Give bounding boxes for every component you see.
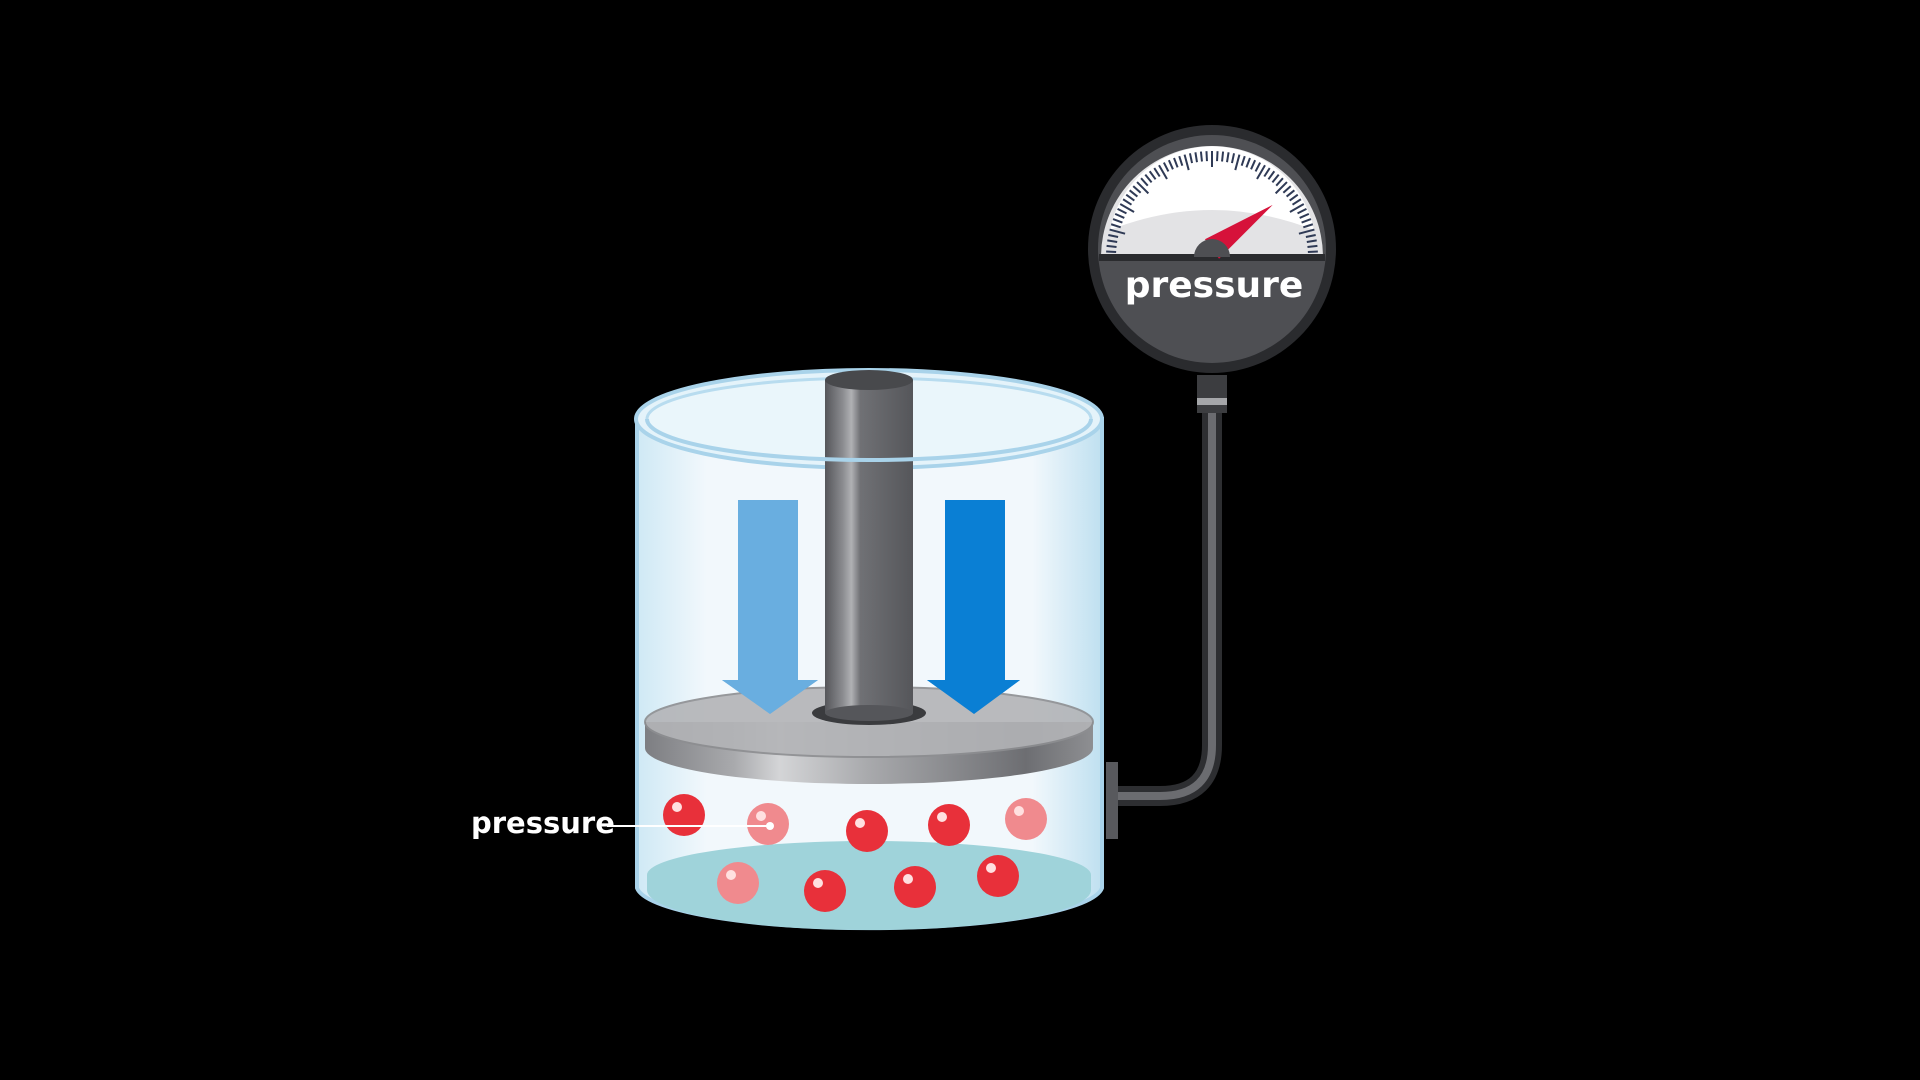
particle-highlight xyxy=(813,878,823,888)
gauge-tick xyxy=(1144,173,1153,184)
pressure-gauge: pressure xyxy=(1088,125,1336,373)
gauge-tick xyxy=(1194,152,1198,163)
gauge-tick xyxy=(1136,181,1150,195)
gauge-tick xyxy=(1302,223,1314,229)
gauge-tick xyxy=(1140,177,1149,187)
gauge-tick xyxy=(1274,181,1288,195)
piston-rod xyxy=(825,370,913,721)
gauge-tick xyxy=(1205,151,1208,162)
gauge-tick xyxy=(1301,218,1312,224)
gauge-tick xyxy=(1112,218,1123,224)
gas-particle xyxy=(977,855,1019,897)
gauge-tick xyxy=(1162,162,1170,172)
gauge-scale-ticks xyxy=(1106,151,1318,258)
gas-particle xyxy=(717,862,759,904)
gauge-tick xyxy=(1307,244,1318,248)
gas-particle xyxy=(663,794,705,836)
gauge-tick xyxy=(1221,151,1225,162)
gauge-tick xyxy=(1275,177,1284,187)
gauge-tick xyxy=(1119,203,1135,213)
gauge-tick xyxy=(1263,167,1271,178)
gas-particle xyxy=(928,804,970,846)
gauge-tick xyxy=(1132,185,1142,194)
gauge-tick xyxy=(1114,212,1125,219)
gas-particle xyxy=(894,866,936,908)
gauge-tick xyxy=(1254,162,1262,172)
gauge-tick xyxy=(1167,159,1174,170)
side-pressure-label: pressure xyxy=(471,806,615,840)
gauge-tick xyxy=(1109,228,1126,235)
particle-highlight xyxy=(726,870,736,880)
particle-highlight xyxy=(855,818,865,828)
gauge-tick xyxy=(1230,153,1236,164)
gauge-tick xyxy=(1297,207,1307,215)
gauge-tick xyxy=(1305,233,1316,239)
gauge-tick xyxy=(1178,155,1184,167)
gauge-tick xyxy=(1107,239,1118,243)
particle-highlight xyxy=(986,863,996,873)
gauge-tick xyxy=(1216,151,1219,162)
gauge-tick xyxy=(1125,193,1135,202)
gauge-tick xyxy=(1117,207,1127,215)
gauge-tick xyxy=(1307,250,1318,253)
particle-highlight xyxy=(672,802,682,812)
gauge-tick xyxy=(1285,189,1296,198)
gauge-tick xyxy=(1153,167,1161,178)
gauge-tick xyxy=(1250,159,1257,170)
gauge-pipe xyxy=(1106,375,1227,839)
gauge-tick xyxy=(1108,233,1119,239)
gas-particle xyxy=(846,810,888,852)
gauge-tick xyxy=(1122,198,1133,206)
gauge-tick xyxy=(1226,152,1230,163)
gauge-tick xyxy=(1245,157,1251,168)
gauge-tick xyxy=(1106,244,1117,248)
gauge-tick xyxy=(1110,223,1122,229)
gauge-tick xyxy=(1148,170,1157,180)
gauge-tick xyxy=(1289,193,1299,202)
down-arrow-right xyxy=(927,500,1020,714)
particle-highlight xyxy=(1014,806,1024,816)
gauge-tick xyxy=(1289,203,1305,213)
liquid-body xyxy=(647,875,1091,930)
particle-highlight xyxy=(903,874,913,884)
gas-particle xyxy=(1005,798,1047,840)
gauge-tick xyxy=(1173,157,1179,168)
gauge-tick xyxy=(1158,164,1168,180)
gauge-tick xyxy=(1256,164,1266,180)
particle-highlight xyxy=(756,811,766,821)
gauge-tick xyxy=(1240,155,1246,167)
gauge-tick xyxy=(1298,228,1315,235)
particle-highlight xyxy=(937,812,947,822)
gauge-tick xyxy=(1282,185,1292,194)
gauge-tick xyxy=(1299,212,1310,219)
gauge-tick xyxy=(1188,153,1194,164)
gauge-tick xyxy=(1106,250,1117,253)
gauge-tick xyxy=(1199,151,1203,162)
gas-particle xyxy=(804,870,846,912)
gauge-tick xyxy=(1128,189,1139,198)
gauge-tick xyxy=(1183,154,1190,171)
gauge-tick xyxy=(1267,170,1276,180)
gauge-tick xyxy=(1234,154,1241,171)
gauge-pressure-label: pressure xyxy=(1125,265,1304,306)
gauge-tick xyxy=(1306,239,1317,243)
gauge-tick xyxy=(1291,198,1302,206)
gas-particles xyxy=(663,794,1047,912)
down-arrow-left xyxy=(722,500,818,714)
gauge-tick xyxy=(1271,173,1280,184)
label-leader-dot xyxy=(766,822,774,830)
